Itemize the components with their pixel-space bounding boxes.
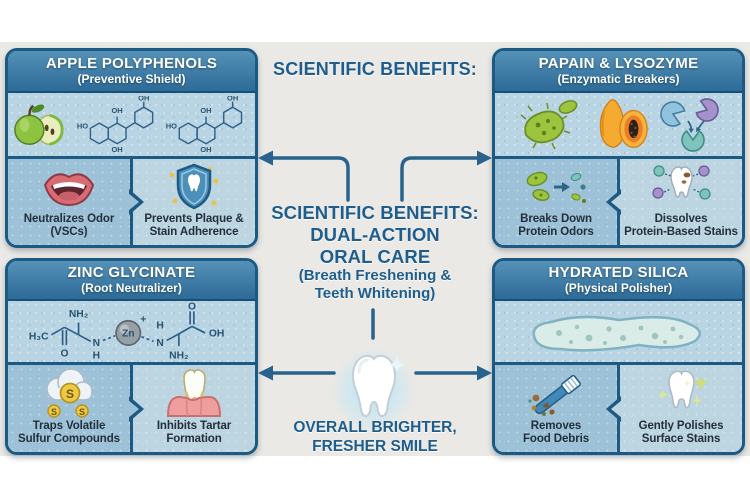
bacteria-breakdown-icon bbox=[524, 162, 588, 213]
enzymes-icon bbox=[658, 97, 720, 153]
benefit-label: Gently Polishes Surface Stains bbox=[638, 419, 724, 446]
panel-zinc-header: ZINC GLYCINATE (Root Neutralizer) bbox=[8, 261, 255, 301]
benefit-cell-inhibits-tartar: Inhibits Tartar Formation bbox=[133, 365, 255, 452]
center-subheading-line: (Breath Freshening & bbox=[298, 267, 452, 285]
panel-subtitle: (Physical Polisher) bbox=[564, 280, 673, 295]
apple-illustration-row: HO OH OH OH HO OH OH bbox=[8, 93, 255, 159]
panel-papain-header: PAPAIN & LYSOZYME (Enzymatic Breakers) bbox=[495, 51, 742, 93]
top-heading: SCIENTIFIC BENEFITS: bbox=[272, 59, 477, 79]
svg-text:H: H bbox=[92, 350, 99, 361]
center-heading-line: DUAL-ACTION bbox=[310, 223, 440, 245]
benefit-cell-polishes-stains: Gently Polishes Surface Stains bbox=[620, 365, 742, 452]
benefit-cell-prevents-plaque: Prevents Plaque & Stain Adherence bbox=[133, 159, 255, 245]
shield-tooth-icon bbox=[164, 162, 224, 213]
benefit-label: Dissolves Protein-Based Stains bbox=[624, 212, 738, 239]
toothbrush-icon bbox=[524, 368, 588, 420]
mouth-icon bbox=[40, 162, 98, 213]
panel-apple-polyphenols: APPLE POLYPHENOLS (Preventive Shield) bbox=[5, 48, 258, 248]
panel-title: HYDRATED SILICA bbox=[548, 264, 689, 282]
svg-text:OH: OH bbox=[111, 105, 122, 114]
center-heading-line: ORAL CARE bbox=[319, 245, 431, 267]
svg-text:Zn: Zn bbox=[121, 328, 134, 339]
silica-illustration-row bbox=[495, 301, 742, 365]
benefit-cell-breaks-down-odors: Breaks Down Protein Odors bbox=[495, 159, 617, 245]
cell-divider bbox=[606, 159, 622, 245]
svg-text:O: O bbox=[60, 348, 68, 359]
apple-benefit-row: Neutralizes Odor (VSCs) bbox=[8, 159, 255, 245]
sulfur-cloud-icon: S S S bbox=[37, 368, 101, 420]
sparkle-tooth-icon bbox=[649, 368, 713, 420]
polyphenol-structure-icon: HO OH OH OH HO OH OH bbox=[73, 96, 251, 154]
center-heading-line: SCIENTIFIC BENEFITS: bbox=[271, 202, 479, 223]
svg-text:NH₂: NH₂ bbox=[169, 350, 189, 361]
svg-text:OH: OH bbox=[111, 145, 122, 154]
panel-subtitle: (Enzymatic Breakers) bbox=[557, 71, 680, 86]
svg-text:OH: OH bbox=[138, 96, 149, 103]
tartar-tooth-icon bbox=[162, 368, 226, 420]
benefit-label: Breaks Down Protein Odors bbox=[518, 212, 594, 239]
svg-text:S: S bbox=[51, 407, 57, 417]
svg-text:S: S bbox=[66, 387, 74, 401]
papaya-icon bbox=[588, 96, 650, 154]
svg-text:HO: HO bbox=[76, 121, 87, 130]
benefit-label: Traps Volatile Sulfur Compounds bbox=[18, 419, 120, 446]
center-footer-line: FRESHER SMILE bbox=[312, 437, 438, 455]
tooth-stains-enzymes-icon bbox=[649, 162, 713, 213]
svg-text:OH: OH bbox=[208, 328, 223, 339]
elbow-arrow-left bbox=[270, 156, 350, 202]
svg-text:OH: OH bbox=[227, 96, 238, 103]
papain-illustration-row bbox=[495, 93, 742, 159]
panel-zinc-glycinate: ZINC GLYCINATE (Root Neutralizer) H₃C O … bbox=[5, 258, 258, 455]
benefit-cell-dissolves-stains: Dissolves Protein-Based Stains bbox=[620, 159, 742, 245]
papain-benefit-row: Breaks Down Protein Odors bbox=[495, 159, 742, 245]
cell-divider bbox=[606, 365, 622, 452]
elbow-arrow-right bbox=[400, 156, 480, 202]
benefit-label: Prevents Plaque & Stain Adherence bbox=[144, 212, 244, 239]
svg-text:N: N bbox=[92, 338, 99, 349]
sparkle-icon bbox=[389, 356, 405, 373]
svg-text:+: + bbox=[140, 314, 146, 325]
silica-benefit-row: Removes Food Debris bbox=[495, 365, 742, 452]
svg-text:NH₂: NH₂ bbox=[68, 309, 88, 320]
svg-text:OH: OH bbox=[200, 145, 211, 154]
benefit-cell-removes-debris: Removes Food Debris bbox=[495, 365, 617, 452]
svg-text:H: H bbox=[156, 320, 163, 331]
panel-title: APPLE POLYPHENOLS bbox=[45, 55, 218, 73]
svg-text:O: O bbox=[187, 302, 195, 313]
apple-icon bbox=[13, 100, 65, 150]
infographic-stage: APPLE POLYPHENOLS (Preventive Shield) bbox=[0, 42, 750, 456]
svg-text:S: S bbox=[79, 407, 85, 417]
panel-hydrated-silica: HYDRATED SILICA (Physical Polisher) bbox=[492, 258, 745, 455]
center-footer: OVERALL BRIGHTER, FRESHER SMILE bbox=[253, 419, 497, 456]
benefit-label: Inhibits Tartar Formation bbox=[156, 419, 232, 446]
panel-apple-header: APPLE POLYPHENOLS (Preventive Shield) bbox=[8, 51, 255, 93]
cell-divider bbox=[128, 159, 144, 245]
zinc-structure-icon: H₃C O NH₂ N H Zn + N bbox=[18, 302, 246, 362]
bacteria-icon bbox=[518, 97, 580, 153]
panel-title: ZINC GLYCINATE bbox=[67, 264, 196, 282]
svg-text:N: N bbox=[156, 338, 163, 349]
svg-text:H₃C: H₃C bbox=[28, 331, 48, 342]
zinc-illustration-row: H₃C O NH₂ N H Zn + N bbox=[8, 301, 255, 365]
cell-divider bbox=[128, 365, 144, 452]
connector-arrows bbox=[258, 150, 492, 381]
panel-subtitle: (Root Neutralizer) bbox=[81, 280, 182, 295]
panel-silica-header: HYDRATED SILICA (Physical Polisher) bbox=[495, 261, 742, 301]
silica-paste-icon bbox=[519, 305, 719, 359]
svg-text:OH: OH bbox=[200, 105, 211, 114]
benefit-label: Removes Food Debris bbox=[523, 419, 589, 446]
benefit-label: Neutralizes Odor (VSCs) bbox=[23, 212, 115, 239]
center-footer-line: OVERALL BRIGHTER, bbox=[293, 419, 457, 436]
panel-subtitle: (Preventive Shield) bbox=[77, 71, 186, 86]
panel-papain-lysozyme: PAPAIN & LYSOZYME (Enzymatic Breakers) bbox=[492, 48, 745, 248]
glowing-tooth-icon bbox=[331, 342, 419, 434]
svg-text:HO: HO bbox=[165, 121, 176, 130]
benefit-cell-traps-sulfur: S S S Traps Volatile Sulfur Compounds bbox=[8, 365, 130, 452]
panel-title: PAPAIN & LYSOZYME bbox=[538, 55, 699, 73]
center-heading-block: SCIENTIFIC BENEFITS: DUAL-ACTION ORAL CA… bbox=[253, 202, 497, 303]
center-subheading-line: Teeth Whitening) bbox=[314, 285, 436, 303]
benefit-cell-neutralizes-odor: Neutralizes Odor (VSCs) bbox=[8, 159, 130, 245]
zinc-benefit-row: S S S Traps Volatile Sulfur Compounds bbox=[8, 365, 255, 452]
